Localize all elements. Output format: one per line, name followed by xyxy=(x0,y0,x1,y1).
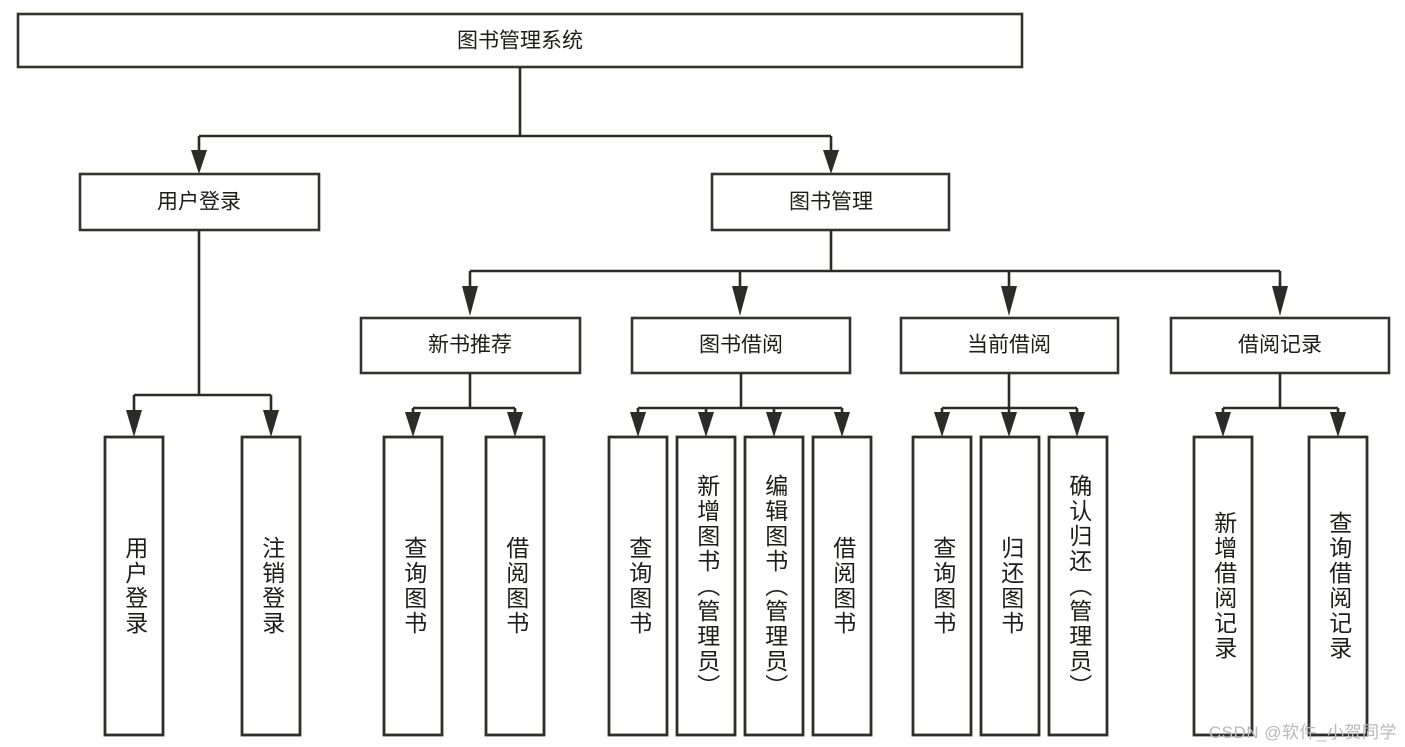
arrow-head-leaf-b1 xyxy=(630,412,646,437)
leaf-box-borrow-record-2[interactable] xyxy=(1307,435,1369,737)
node-borrow-record[interactable]: 借阅记录 xyxy=(1169,316,1391,375)
arrow-head-leaf-c2 xyxy=(1001,412,1017,437)
arrow-head-leaf-r1 xyxy=(1215,412,1231,437)
connector-borrow-record-to-leaves xyxy=(1215,373,1346,437)
node-new-book-recommend-label: 新书推荐 xyxy=(428,334,512,357)
arrow-head-leaf-n2 xyxy=(507,412,523,437)
arrow-head-leaf-b4 xyxy=(834,412,850,437)
arrow-head-book-mgmt xyxy=(823,150,839,174)
node-book-management[interactable]: 图书管理 xyxy=(710,172,951,232)
arrow-head-borrow-book xyxy=(732,286,748,316)
node-borrow-record-label: 借阅记录 xyxy=(1238,334,1322,357)
leaf-box-user-login-1[interactable] xyxy=(103,435,165,737)
arrow-head-leaf-u1 xyxy=(126,410,142,437)
arrow-head-borrow-record xyxy=(1272,286,1288,316)
node-current-borrow-label: 当前借阅 xyxy=(967,334,1051,357)
leaf-box-borrow-book-3[interactable] xyxy=(743,435,805,737)
connector-book-mgmt-to-level3 xyxy=(462,230,1288,316)
arrow-head-user-login xyxy=(191,150,207,174)
arrow-head-leaf-c3 xyxy=(1069,412,1085,437)
leaf-box-borrow-book-4[interactable] xyxy=(811,435,873,737)
arrow-head-leaf-u2 xyxy=(263,410,279,437)
node-new-book-recommend-box[interactable] xyxy=(359,316,582,375)
arrow-head-leaf-r2 xyxy=(1330,412,1346,437)
connector-book-borrow-to-leaves xyxy=(630,373,850,437)
node-current-borrow-box[interactable] xyxy=(899,316,1120,375)
leaf-box-borrow-book-1[interactable] xyxy=(607,435,669,737)
arrow-head-leaf-n1 xyxy=(405,412,421,437)
node-root[interactable]: 图书管理系统 xyxy=(16,12,1024,69)
leaf-box-current-borrow-1[interactable] xyxy=(911,435,973,737)
leaf-box-user-login-2[interactable] xyxy=(240,435,302,737)
csdn-watermark: CSDN @软件_小贺同学 xyxy=(1208,723,1397,742)
node-new-book-recommend[interactable]: 新书推荐 xyxy=(359,316,582,375)
leaf-box-current-borrow-3[interactable] xyxy=(1047,435,1109,737)
node-book-management-label: 图书管理 xyxy=(789,191,873,214)
node-current-borrow[interactable]: 当前借阅 xyxy=(899,316,1120,375)
connector-current-borrow-to-leaves xyxy=(934,373,1085,437)
leaf-box-new-book-1[interactable] xyxy=(382,435,444,737)
node-user-login-label: 用户登录 xyxy=(157,191,241,214)
connector-user-login-to-leaves xyxy=(126,230,279,437)
arrow-head-current-borrow xyxy=(1001,286,1017,316)
node-user-login[interactable]: 用户登录 xyxy=(78,172,321,232)
leaf-box-borrow-record-1[interactable] xyxy=(1192,435,1254,737)
connector-root-to-level2 xyxy=(191,67,839,174)
node-book-management-box[interactable] xyxy=(710,172,951,232)
leaf-box-borrow-book-2[interactable] xyxy=(675,435,737,737)
leaf-box-new-book-2[interactable] xyxy=(484,435,546,737)
node-book-borrow-label: 图书借阅 xyxy=(699,334,783,357)
arrow-head-leaf-b2 xyxy=(698,412,714,437)
leaf-box-current-borrow-2[interactable] xyxy=(979,435,1041,737)
node-borrow-record-box[interactable] xyxy=(1169,316,1391,375)
arrow-head-leaf-c1 xyxy=(934,412,950,437)
node-book-borrow-box[interactable] xyxy=(630,316,852,375)
node-root-label: 图书管理系统 xyxy=(457,30,583,53)
node-book-borrow[interactable]: 图书借阅 xyxy=(630,316,852,375)
arrow-head-leaf-b3 xyxy=(766,412,782,437)
connector-new-book-to-leaves xyxy=(405,373,523,437)
arrow-head-new-book xyxy=(462,286,478,316)
node-root-box[interactable] xyxy=(16,12,1024,69)
